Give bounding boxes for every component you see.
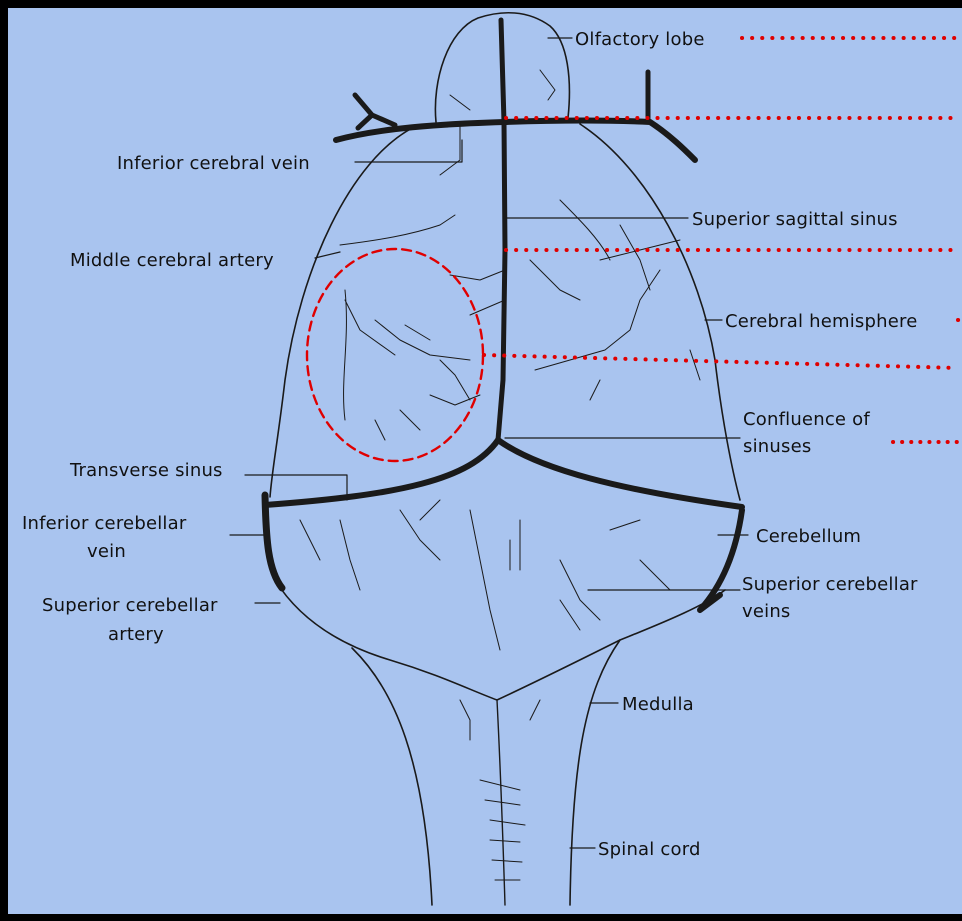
label-transverse-sinus: Transverse sinus (69, 460, 223, 481)
label-middle-cerebral-artery: Middle cerebral artery (70, 250, 274, 271)
label-cerebellum: Cerebellum (756, 526, 861, 547)
label-superior-sagittal-sinus: Superior sagittal sinus (692, 209, 898, 230)
label-medulla: Medulla (622, 694, 694, 715)
label-spinal-cord: Spinal cord (598, 839, 701, 860)
label-inferior-cerebral-vein: Inferior cerebral vein (117, 153, 310, 174)
label-superior-cerebellar-artery-line2: artery (108, 624, 164, 645)
label-inferior-cerebellar-vein-line2: vein (87, 541, 126, 562)
label-superior-cerebellar-veins-line2: veins (742, 601, 791, 622)
label-confluence-line1: Confluence of (743, 409, 870, 430)
label-olfactory-lobe: Olfactory lobe (575, 29, 705, 50)
label-superior-cerebellar-veins-line1: Superior cerebellar (742, 574, 918, 595)
label-cerebral-hemisphere: Cerebral hemisphere (725, 311, 917, 332)
label-superior-cerebellar-artery-line1: Superior cerebellar (42, 595, 218, 616)
label-inferior-cerebellar-vein-line1: Inferior cerebellar (22, 513, 187, 534)
label-confluence-line2: sinuses (743, 436, 811, 457)
